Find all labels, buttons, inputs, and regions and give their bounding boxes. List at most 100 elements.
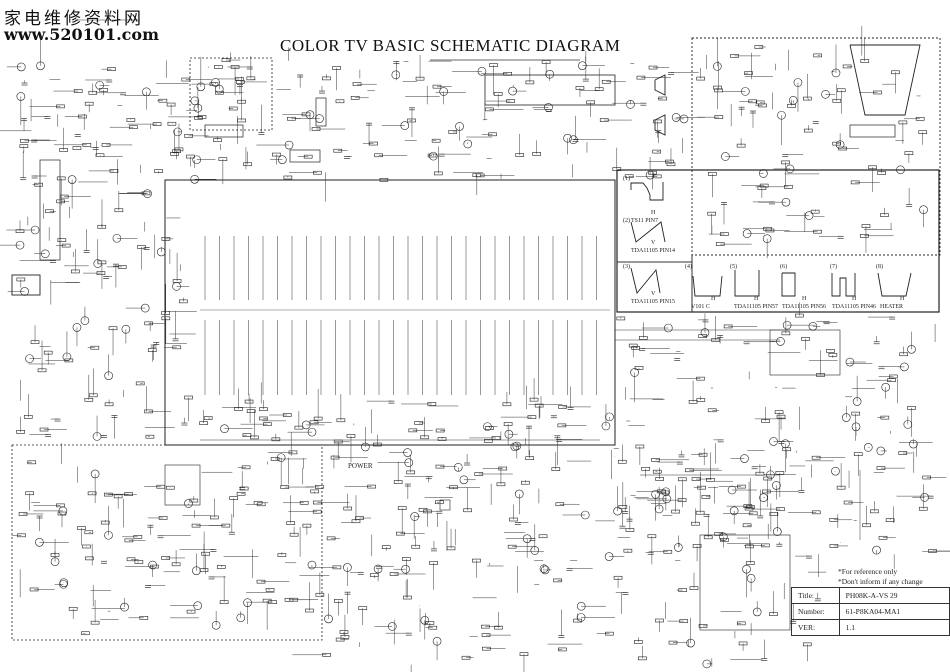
transistor <box>59 579 68 589</box>
tuner-connector-box <box>189 57 273 131</box>
resistor <box>161 311 170 315</box>
waveform-unit: H <box>852 296 857 302</box>
resistor <box>171 562 181 567</box>
transistor <box>510 442 520 452</box>
resistor <box>660 490 670 495</box>
transistor <box>713 62 722 71</box>
transistor <box>662 494 672 504</box>
transistor <box>315 114 324 123</box>
resistor <box>346 434 356 438</box>
resistor <box>203 416 213 420</box>
transistor <box>769 437 778 446</box>
resistor <box>861 224 871 228</box>
resistor <box>878 535 888 540</box>
transistor <box>781 197 791 207</box>
resistor <box>259 407 268 411</box>
resistor <box>653 119 662 124</box>
resistor <box>402 557 411 561</box>
resistor <box>61 243 71 248</box>
resistor <box>928 549 937 553</box>
resistor <box>167 121 177 126</box>
transistor <box>211 620 221 630</box>
resistor <box>498 466 508 471</box>
resistor <box>358 606 368 610</box>
resistor <box>891 70 900 75</box>
transistor <box>530 546 540 555</box>
transistor <box>919 205 928 215</box>
resistor <box>284 597 294 602</box>
resistor <box>691 521 700 526</box>
resistor <box>280 485 290 489</box>
resistor <box>586 100 595 105</box>
resistor <box>104 492 113 497</box>
resistor <box>652 149 661 154</box>
resistor <box>199 421 208 425</box>
transistor <box>220 424 229 434</box>
transistor <box>742 564 751 574</box>
resistor <box>389 572 399 576</box>
resistor <box>575 86 585 90</box>
resistor <box>332 66 341 70</box>
resistor <box>745 544 754 549</box>
resistor <box>315 485 324 489</box>
resistor <box>313 170 322 175</box>
keyboard-connector <box>39 159 61 261</box>
resistor <box>27 460 37 465</box>
resistor <box>301 112 311 117</box>
resistor <box>310 489 320 494</box>
resistor <box>282 413 292 417</box>
transistor <box>605 412 614 422</box>
resistor <box>73 89 83 93</box>
resistor <box>618 505 628 509</box>
resistor <box>519 652 529 656</box>
transistor <box>16 62 26 72</box>
waveform-unit: H <box>802 296 807 302</box>
resistor <box>311 127 321 131</box>
waveform-unit: V <box>651 240 656 246</box>
transistor <box>112 233 122 243</box>
resistor <box>340 635 350 639</box>
resistor <box>663 549 673 554</box>
resistor <box>880 415 890 420</box>
resistor <box>557 423 567 428</box>
resistor <box>181 77 191 82</box>
resistor <box>283 175 293 180</box>
resistor <box>696 398 706 402</box>
resistor <box>64 358 74 363</box>
resistor <box>77 526 86 530</box>
resistor <box>289 532 299 537</box>
transistor <box>140 303 150 313</box>
transistor <box>243 598 252 607</box>
resistor <box>738 641 748 646</box>
resistor <box>623 548 633 553</box>
transistor <box>742 229 752 238</box>
resistor <box>652 469 662 474</box>
resistor <box>172 149 181 154</box>
transistor <box>663 323 673 333</box>
resistor <box>782 447 792 452</box>
transistor <box>95 80 104 90</box>
resistor <box>186 609 196 614</box>
transistor <box>301 420 311 430</box>
transistor <box>766 470 775 480</box>
resistor <box>101 143 111 147</box>
transistor <box>432 636 442 646</box>
resistor <box>515 153 525 157</box>
transistor <box>785 164 795 174</box>
resistor <box>898 451 908 455</box>
resistor <box>851 411 861 416</box>
waveform-number: (8) <box>876 263 883 270</box>
resistor <box>288 450 298 455</box>
title-value: PH08K-A-VS 29 <box>838 587 950 604</box>
resistor <box>213 138 222 142</box>
resistor <box>605 631 614 636</box>
resistor <box>534 403 544 408</box>
transistor <box>62 352 72 362</box>
resistor <box>860 59 870 63</box>
resistor <box>601 79 611 84</box>
transistor <box>851 422 861 432</box>
resistor <box>484 426 494 430</box>
version-label: VER: <box>791 619 840 636</box>
resistor <box>474 472 484 476</box>
resistor <box>491 436 501 440</box>
